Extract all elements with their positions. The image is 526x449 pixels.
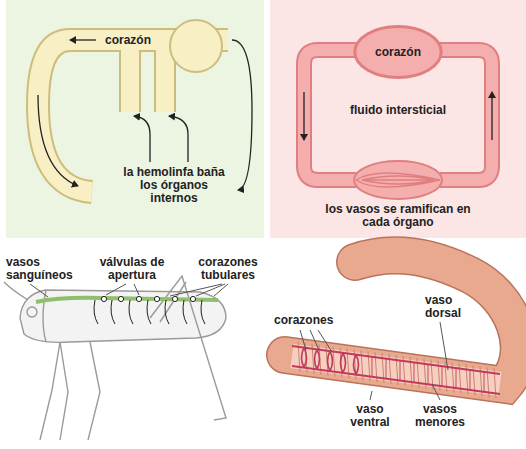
label: la hemolinfa baña los órganos internos (118, 166, 230, 205)
worm-leaders (300, 322, 448, 400)
worm-vessels (292, 346, 500, 394)
small-vessel (442, 366, 443, 386)
worm-heart (302, 348, 307, 368)
small-vessel (456, 368, 457, 388)
grasshopper (4, 276, 226, 440)
label: corazón (96, 34, 160, 47)
grasshopper-vessels (36, 296, 218, 324)
panel-closed (270, 0, 526, 238)
small-vessel (428, 364, 429, 384)
small-vessel (386, 359, 387, 379)
small-vessel (414, 362, 415, 382)
label: fluido intersticial (338, 104, 458, 117)
small-vessel (400, 361, 401, 381)
label: válvulas de apertura (90, 256, 174, 282)
label: vasos sanguíneos (6, 256, 86, 282)
small-vessel (484, 372, 485, 392)
closed-arrows (304, 92, 492, 140)
label: corazones (274, 314, 348, 327)
open-heart (170, 20, 222, 72)
node-text: corazón (375, 45, 421, 59)
grasshopper-leaders (30, 284, 228, 297)
label: vaso ventral (342, 403, 398, 429)
organ (354, 161, 442, 199)
worm-heart (354, 355, 359, 375)
label: los vasos se ramifican en cada órgano (318, 203, 478, 229)
small-vessel (372, 357, 373, 377)
label: vaso dorsal (425, 294, 481, 320)
worm-heart (328, 351, 333, 371)
worm-heart (315, 349, 320, 369)
capillaries (356, 173, 440, 187)
panel-open (6, 0, 264, 238)
worm-heart (341, 353, 346, 373)
heart-chamber: corazón (353, 25, 443, 79)
label: corazones tubulares (186, 256, 270, 282)
label: vasos menores (408, 403, 472, 429)
small-vessel (470, 370, 471, 390)
